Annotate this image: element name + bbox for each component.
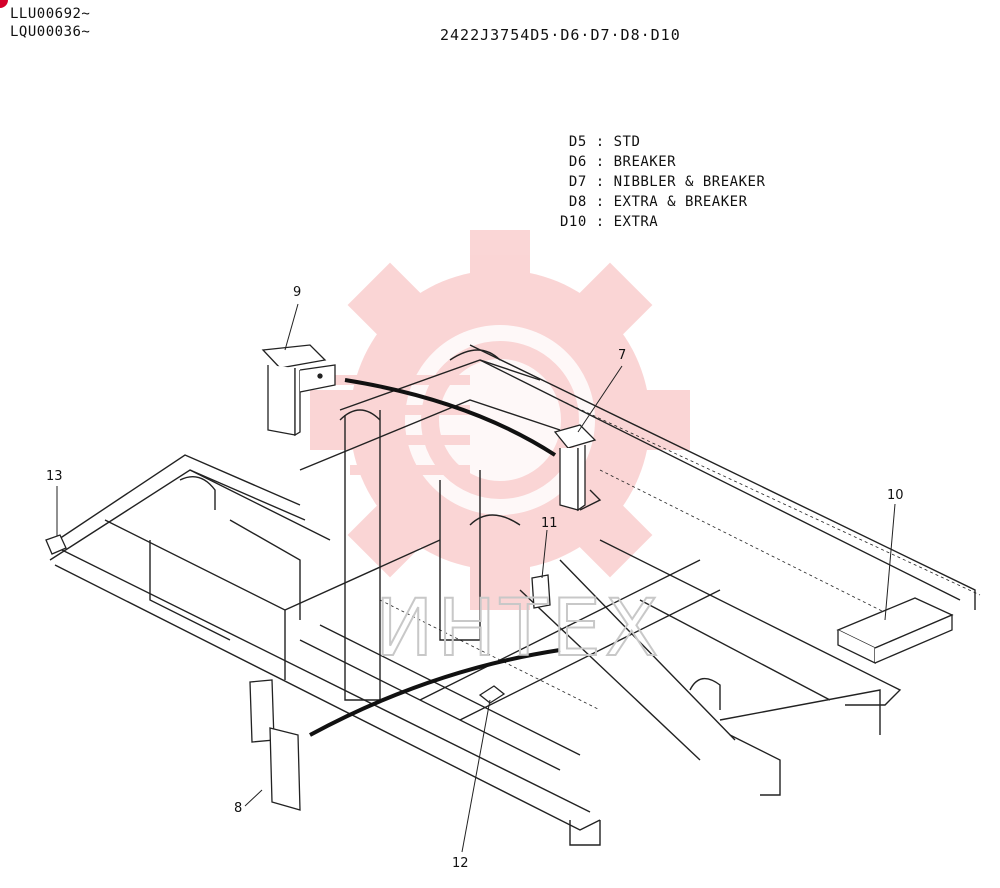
legend-row: D10 : EXTRA [560, 214, 659, 230]
legend-code: D8 [560, 194, 587, 210]
legend-row: D6 : BREAKER [560, 154, 677, 170]
watermark-logo [310, 230, 690, 610]
legend-code: D10 [560, 214, 587, 230]
legend-desc: STD [613, 134, 641, 150]
callout-8: 8 [234, 801, 243, 816]
part-9-bracket [261, 344, 336, 437]
legend-code: D7 [560, 174, 587, 190]
hidden-edges [379, 399, 981, 711]
callout-7: 7 [618, 348, 627, 363]
leader-lines [56, 303, 896, 853]
callout-13: 13 [46, 469, 63, 484]
serial-range-2: LQU00036~ [10, 24, 91, 40]
part-12-plate [478, 685, 506, 704]
legend-desc: BREAKER [613, 154, 677, 170]
indicator-arc-upper [344, 378, 557, 457]
callout-12: 12 [452, 856, 469, 871]
callout-10: 10 [887, 488, 904, 503]
legend-desc: EXTRA [613, 214, 659, 230]
document-id: 2422J3754D5·D6·D7·D8·D10 [440, 26, 681, 44]
callout-11: 11 [541, 516, 558, 531]
legend-row: D8 : EXTRA & BREAKER [560, 194, 748, 210]
callout-9: 9 [293, 285, 302, 300]
legend-desc: NIBBLER & BREAKER [613, 174, 766, 190]
variant-legend: D5 : STD D6 : BREAKER D7 : NIBBLER & BRE… [560, 132, 765, 232]
indicator-arc-lower [309, 648, 561, 737]
part-8-bracket [249, 679, 301, 811]
part-13-bracket [45, 534, 67, 555]
serial-range-1: LLU00692~ [10, 6, 91, 22]
corner-marker [0, 0, 8, 8]
legend-code: D6 [560, 154, 587, 170]
legend-row: D7 : NIBBLER & BREAKER [560, 174, 766, 190]
part-10-plate [836, 597, 954, 665]
legend-row: D5 : STD [560, 134, 641, 150]
part-7-bracket [553, 424, 597, 512]
frame-line-art [49, 344, 976, 846]
watermark-text: ИНТЕХ [375, 584, 662, 674]
legend-desc: EXTRA & BREAKER [613, 194, 748, 210]
legend-code: D5 [560, 134, 587, 150]
